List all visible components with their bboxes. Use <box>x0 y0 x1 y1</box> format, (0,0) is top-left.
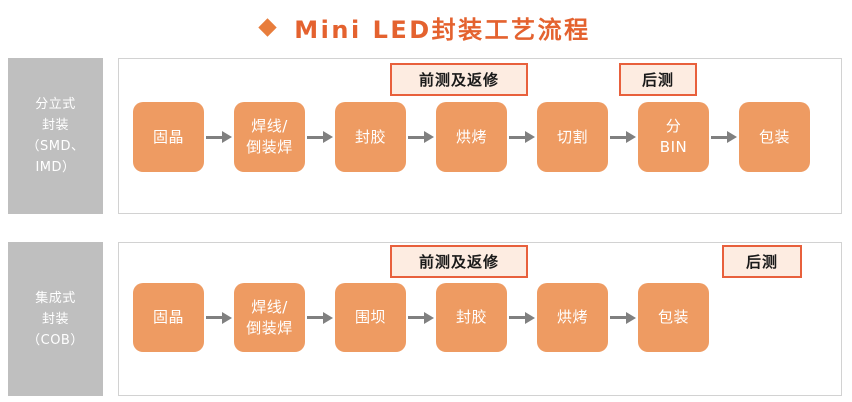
step-box-dam[interactable]: 围坝 <box>335 283 406 352</box>
flow-row-integrated: 集成式 封装 （COB） 前测及返修 后测 固晶 焊线/ 倒装焊 围坝 <box>0 242 852 396</box>
arrow-icon <box>204 311 234 324</box>
step-box-die-bond[interactable]: 固晶 <box>133 102 204 172</box>
arrow-icon <box>204 131 234 143</box>
row-label-line: 封装 <box>41 311 69 327</box>
step-box-cutting[interactable]: 切割 <box>537 102 608 172</box>
step-box-packaging[interactable]: 包装 <box>638 283 709 352</box>
step-label-line: BIN <box>659 138 688 156</box>
step-box-wire-flip-bond[interactable]: 焊线/ 倒装焊 <box>234 102 305 172</box>
callout-post-test: 后测 <box>619 63 697 96</box>
row-label-line: 封装 <box>41 118 69 133</box>
arrow-icon <box>608 311 638 324</box>
row-label-discrete: 分立式 封装 （SMD、 IMD） <box>8 58 103 214</box>
page-title-text: Mini LED封装工艺流程 <box>294 15 591 44</box>
step-label-line: 围坝 <box>354 308 386 326</box>
step-label-line: 切割 <box>556 127 588 146</box>
step-label-line: 烘烤 <box>455 127 487 146</box>
step-sequence-discrete: 固晶 焊线/ 倒装焊 封胶 烘烤 切割 <box>133 102 810 172</box>
step-box-baking[interactable]: 烘烤 <box>436 102 507 172</box>
step-label-line: 分 <box>665 117 682 135</box>
step-box-encapsulation[interactable]: 封胶 <box>436 283 507 352</box>
arrow-icon <box>608 131 638 143</box>
step-label-line: 固晶 <box>152 127 184 146</box>
step-sequence-integrated: 固晶 焊线/ 倒装焊 围坝 封胶 烘烤 <box>133 283 709 352</box>
step-label-line: 焊线/ <box>251 117 288 135</box>
step-box-encapsulation[interactable]: 封胶 <box>335 102 406 172</box>
step-label-line: 包装 <box>758 127 790 146</box>
row-label-line: （COB） <box>27 332 84 348</box>
step-label-line: 倒装焊 <box>246 318 293 337</box>
flow-panel-discrete: 前测及返修 后测 固晶 焊线/ 倒装焊 封胶 烘烤 <box>118 58 842 214</box>
flow-panel-integrated: 前测及返修 后测 固晶 焊线/ 倒装焊 围坝 封胶 <box>118 242 842 396</box>
step-box-binning[interactable]: 分 BIN <box>638 102 709 172</box>
step-label-line: 焊线/ <box>251 297 288 316</box>
step-label-line: 倒装焊 <box>246 138 293 156</box>
step-label-line: 烘烤 <box>556 308 588 326</box>
row-label-line: 分立式 <box>35 97 76 112</box>
row-label-line: IMD） <box>35 160 76 175</box>
callout-post-test: 后测 <box>722 245 802 278</box>
row-label-line: 集成式 <box>35 290 76 306</box>
callout-pre-test-rework: 前测及返修 <box>390 63 528 96</box>
arrow-icon <box>507 131 537 143</box>
page-title: Mini LED封装工艺流程 <box>0 8 852 46</box>
step-box-packaging[interactable]: 包装 <box>739 102 810 172</box>
step-label-line: 固晶 <box>152 308 184 326</box>
arrow-icon <box>709 131 739 143</box>
step-box-wire-flip-bond[interactable]: 焊线/ 倒装焊 <box>234 283 305 352</box>
flow-row-discrete: 分立式 封装 （SMD、 IMD） 前测及返修 后测 固晶 焊线/ 倒装焊 封胶 <box>0 58 852 214</box>
row-label-line: （SMD、 <box>26 139 85 154</box>
arrow-icon <box>305 311 335 324</box>
step-box-baking[interactable]: 烘烤 <box>537 283 608 352</box>
row-label-integrated: 集成式 封装 （COB） <box>8 242 103 396</box>
callout-pre-test-rework: 前测及返修 <box>390 245 528 278</box>
diamond-bullet-icon <box>258 17 277 37</box>
arrow-icon <box>406 131 436 143</box>
arrow-icon <box>305 131 335 143</box>
step-label-line: 封胶 <box>354 127 386 146</box>
arrow-icon <box>507 311 537 324</box>
step-label-line: 封胶 <box>455 308 487 326</box>
step-label-line: 包装 <box>657 308 689 326</box>
step-box-die-bond[interactable]: 固晶 <box>133 283 204 352</box>
arrow-icon <box>406 311 436 324</box>
